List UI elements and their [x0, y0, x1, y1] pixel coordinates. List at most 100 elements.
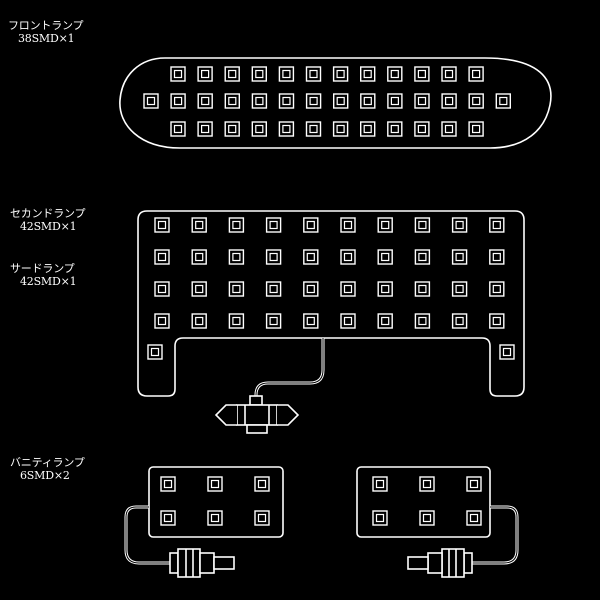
vanity-left-wire-inner: [125, 506, 170, 564]
smd-led: [160, 510, 176, 526]
smd-led: [303, 313, 319, 329]
smd-led: [191, 313, 207, 329]
smd-led: [265, 249, 282, 265]
smd-led: [228, 281, 245, 297]
smd-led: [340, 281, 356, 297]
vanity-lamp-right-leds: [372, 476, 482, 526]
main-lamp-wire-inner: [255, 338, 324, 400]
vanity-right-t10-connector: [407, 548, 473, 578]
smd-led: [414, 249, 431, 265]
smd-led: [466, 476, 482, 492]
smd-led: [254, 476, 270, 492]
smd-led: [377, 217, 393, 233]
smd-led: [419, 510, 435, 526]
front-lamp-board: [119, 57, 552, 149]
smd-led: [468, 66, 484, 82]
smd-led: [332, 121, 349, 137]
front-lamp-label: フロントランプ 38SMD×1: [8, 19, 83, 45]
smd-led: [451, 217, 468, 233]
smd-led: [224, 121, 240, 137]
smd-led: [303, 249, 319, 265]
second-third-lamp-leds: [147, 217, 515, 360]
smd-led: [143, 93, 159, 109]
smd-led: [414, 217, 431, 233]
smd-led: [332, 66, 349, 82]
third-lamp-label: サードランプ 42SMD×1: [10, 262, 77, 288]
smd-led: [278, 93, 295, 109]
smd-led: [251, 121, 268, 137]
smd-led: [489, 249, 505, 265]
smd-led: [414, 281, 431, 297]
smd-led: [340, 217, 356, 233]
smd-led: [254, 510, 270, 526]
smd-led: [303, 217, 319, 233]
smd-led: [207, 476, 223, 492]
smd-led: [228, 313, 245, 329]
second-lamp-label: セカンドランプ 42SMD×1: [10, 207, 85, 233]
main-lamp-wire: [254, 338, 325, 400]
vanity-right-wire-inner: [472, 506, 518, 564]
smd-led: [451, 281, 468, 297]
smd-led: [468, 121, 484, 137]
smd-led: [191, 217, 207, 233]
smd-led: [228, 249, 245, 265]
smd-led: [441, 93, 457, 109]
smd-led: [468, 93, 484, 109]
smd-led: [414, 66, 430, 82]
smd-led: [414, 121, 430, 137]
smd-led: [278, 66, 295, 82]
smd-led: [489, 217, 505, 233]
smd-led: [170, 66, 186, 82]
vanity-lamp-left-board: [148, 466, 284, 538]
smd-led: [265, 217, 282, 233]
smd-led: [170, 121, 186, 137]
smd-led: [147, 344, 163, 360]
smd-led: [197, 93, 213, 109]
smd-led: [160, 476, 176, 492]
vanity-left-wire: [124, 505, 170, 565]
vanity-lamp-left-leds: [160, 476, 270, 526]
smd-led: [305, 121, 322, 137]
smd-led: [377, 249, 393, 265]
front-lamp-spec: 38SMD×1: [18, 32, 75, 45]
smd-led: [333, 93, 349, 109]
smd-led: [340, 249, 356, 265]
smd-led: [154, 313, 170, 329]
smd-led: [414, 93, 430, 109]
smd-led: [377, 313, 393, 329]
smd-led: [414, 313, 431, 329]
smd-led: [191, 249, 207, 265]
smd-led: [265, 313, 282, 329]
vanity-lamp-spec: 6SMD×2: [20, 469, 70, 482]
third-lamp-spec: 42SMD×1: [20, 275, 77, 288]
smd-led: [360, 121, 376, 137]
vanity-lamp-label: バニティランプ 6SMD×2: [10, 456, 85, 482]
smd-led: [303, 281, 319, 297]
smd-led: [451, 313, 468, 329]
smd-led: [372, 510, 388, 526]
smd-led: [451, 249, 468, 265]
smd-led: [360, 66, 376, 82]
smd-led: [360, 93, 376, 109]
smd-led: [191, 281, 207, 297]
smd-led: [197, 66, 213, 82]
smd-led: [466, 510, 482, 526]
smd-led: [228, 217, 245, 233]
smd-led: [170, 93, 186, 109]
smd-led: [372, 476, 388, 492]
smd-led: [251, 93, 268, 109]
main-lamp-t10-connector: [214, 395, 300, 434]
smd-led: [387, 121, 403, 137]
smd-led: [154, 217, 170, 233]
smd-led: [197, 121, 213, 137]
vanity-lamp-name: バニティランプ: [10, 456, 85, 469]
smd-led: [305, 93, 322, 109]
smd-led: [340, 313, 356, 329]
smd-led: [441, 121, 457, 137]
smd-led: [387, 66, 403, 82]
smd-led: [419, 476, 435, 492]
smd-led: [207, 510, 223, 526]
smd-led: [387, 93, 403, 109]
second-third-lamp-board: [137, 210, 525, 397]
